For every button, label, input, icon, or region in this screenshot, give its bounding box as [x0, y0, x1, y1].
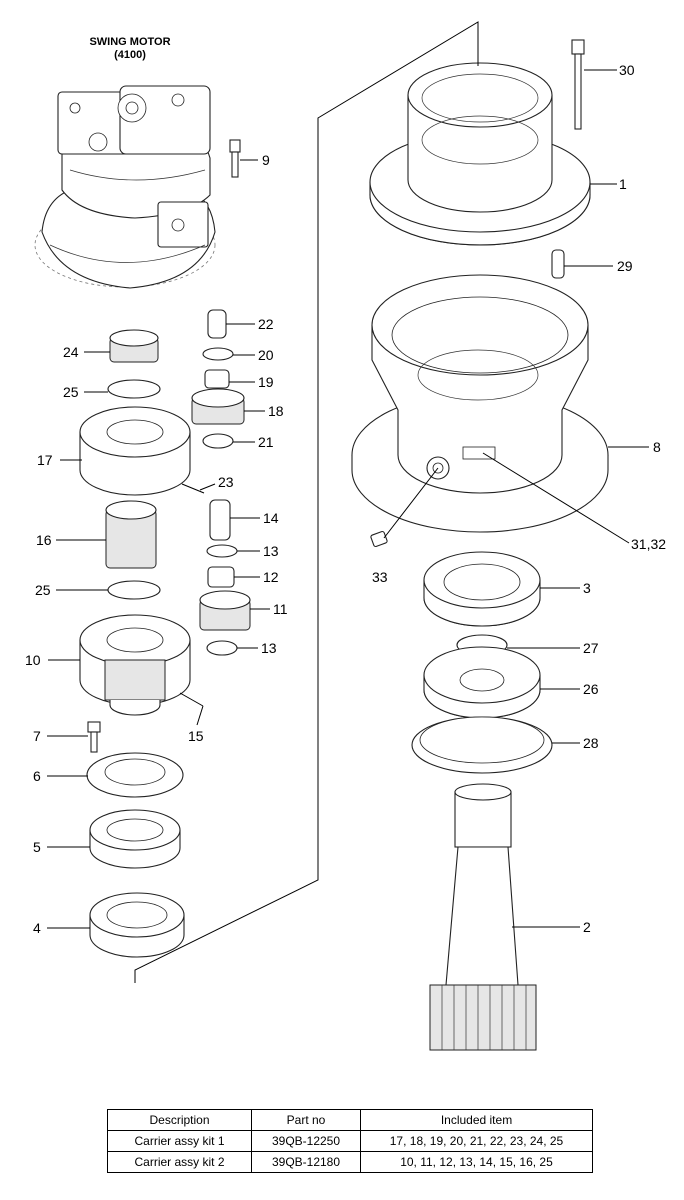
callout-31-32: 31,32: [631, 536, 666, 552]
callout-29: 29: [617, 258, 633, 274]
ring-part-28: [411, 716, 553, 774]
callout-8: 8: [653, 439, 661, 455]
ring-gear-part-1: [369, 62, 591, 246]
motor-code: (4100): [114, 49, 146, 61]
bolt-part-9: [229, 139, 241, 178]
carrier-part-17: [79, 406, 191, 496]
callout-2: 2: [583, 919, 591, 935]
callout-22: 22: [258, 316, 274, 332]
callout-24: 24: [63, 344, 79, 360]
callout-1: 1: [619, 176, 627, 192]
callout-27: 27: [583, 640, 599, 656]
callout-11: 11: [273, 601, 288, 617]
callout-21: 21: [258, 434, 274, 450]
thrust-washer-part-25-upper: [107, 379, 161, 399]
callout-25-lower: 25: [35, 582, 51, 598]
pin-part-23: [181, 483, 205, 494]
callout-3: 3: [583, 580, 591, 596]
plug-part-33: [370, 530, 388, 548]
callout-17: 17: [37, 452, 53, 468]
header-description: Description: [107, 1109, 252, 1131]
callout-14: 14: [263, 510, 279, 526]
bolt-part-30: [571, 39, 585, 130]
callout-labels: 30 1 29 8 31,32 33 3 27 26 28 2 9 22 20 …: [25, 62, 666, 936]
callout-12: 12: [263, 569, 279, 585]
bearing-part-4: [89, 892, 185, 958]
callout-16: 16: [36, 532, 52, 548]
callout-7: 7: [33, 728, 41, 744]
seal-part-26: [423, 646, 541, 719]
callout-10: 10: [25, 652, 41, 668]
callout-28: 28: [583, 735, 599, 751]
callout-4: 4: [33, 920, 41, 936]
table-row: Carrier assy kit 2 39QB-12180 10, 11, 12…: [107, 1151, 593, 1173]
gear-part-24: [109, 329, 159, 363]
leader-lines: [47, 69, 649, 929]
plate-part-6: [86, 752, 184, 798]
header-included-item: Included item: [360, 1109, 593, 1131]
callout-13-lower: 13: [261, 640, 277, 656]
pin-part-29: [551, 249, 565, 279]
row-included: 17, 18, 19, 20, 21, 22, 23, 24, 25: [360, 1130, 593, 1152]
pin-part-15: [179, 692, 204, 707]
row-part-no: 39QB-12250: [251, 1130, 361, 1152]
kit-table-header-row: Description Part no Included item: [107, 1109, 593, 1131]
kit-table: Description Part no Included item Carrie…: [107, 1109, 593, 1173]
callout-30: 30: [619, 62, 635, 78]
callout-25-upper: 25: [63, 384, 79, 400]
table-row: Carrier assy kit 1 39QB-12250 17, 18, 19…: [107, 1130, 593, 1152]
ring-part-5: [89, 809, 181, 869]
callout-6: 6: [33, 768, 41, 784]
callout-13-upper: 13: [263, 543, 279, 559]
bearing-part-12: [207, 566, 235, 588]
pinion-shaft-part-2: [429, 783, 537, 1051]
row-description: Carrier assy kit 1: [107, 1130, 252, 1152]
part-22: [207, 309, 227, 339]
row-description: Carrier assy kit 2: [107, 1151, 252, 1173]
callout-26: 26: [583, 681, 599, 697]
washer-part-21: [202, 433, 234, 449]
thrust-washer-part-25-lower: [107, 580, 161, 600]
callout-23: 23: [218, 474, 234, 490]
assembly-link-line: [134, 21, 479, 983]
exploded-view-drawing: SWING MOTOR (4100): [25, 21, 666, 1051]
callout-20: 20: [258, 347, 274, 363]
callout-9: 9: [262, 152, 270, 168]
bolt-part-7: [87, 721, 101, 753]
bearing-part-3: [423, 551, 541, 627]
gear-part-16: [105, 500, 157, 569]
housing-part-8: [351, 274, 609, 533]
washer-part-13-lower: [206, 640, 238, 656]
carrier-part-10: [79, 614, 191, 716]
motor-title: SWING MOTOR: [89, 36, 170, 48]
pin-part-14: [209, 499, 231, 541]
washer-part-13-upper: [206, 544, 238, 558]
swing-motor-illustration: SWING MOTOR (4100): [34, 36, 216, 289]
row-included: 10, 11, 12, 13, 14, 15, 16, 25: [360, 1151, 593, 1173]
washer-part-20: [202, 347, 234, 361]
header-part-no: Part no: [251, 1109, 361, 1131]
gear-part-18: [191, 388, 245, 425]
gear-part-11: [199, 590, 251, 631]
row-part-no: 39QB-12180: [251, 1151, 361, 1173]
callout-15: 15: [188, 728, 204, 744]
callout-19: 19: [258, 374, 274, 390]
callout-33: 33: [372, 569, 388, 585]
callout-18: 18: [268, 403, 284, 419]
bearing-part-19: [204, 369, 230, 389]
callout-5: 5: [33, 839, 41, 855]
